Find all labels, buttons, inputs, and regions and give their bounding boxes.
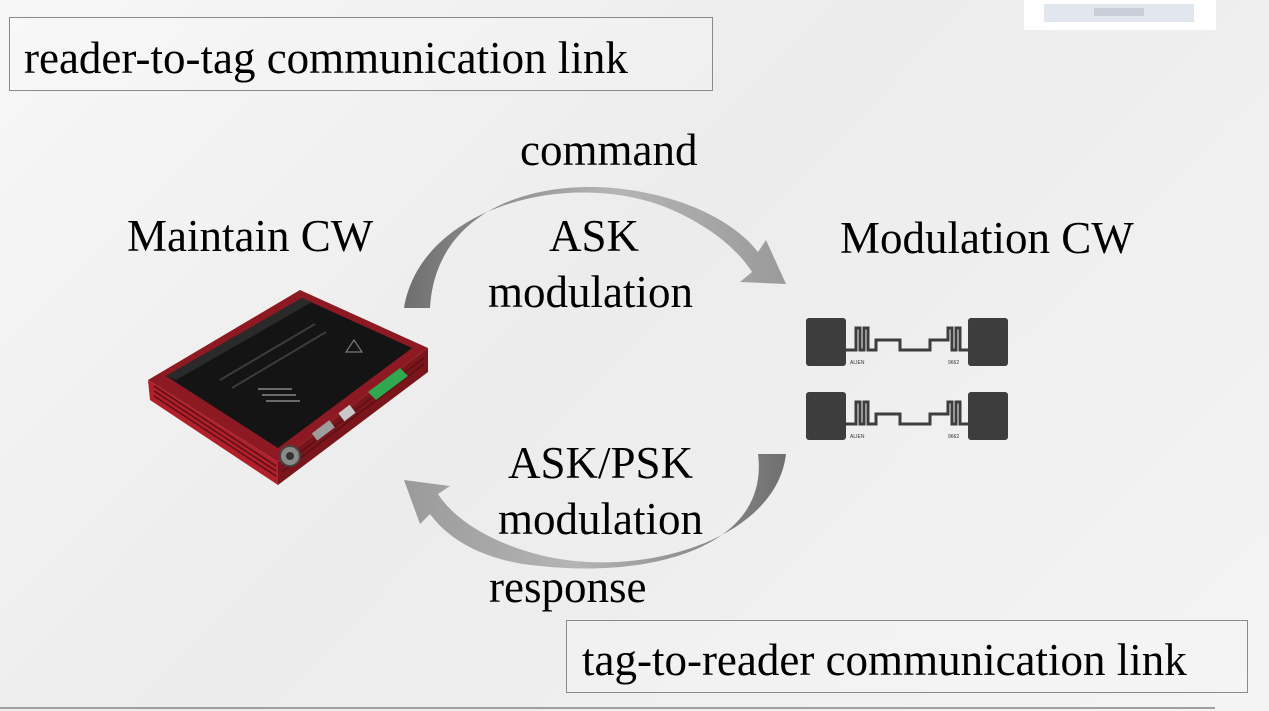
ask-psk-label: ASK/PSK [508,438,694,488]
response-label: response [489,562,647,612]
ask-modulation-label: modulation [488,267,693,317]
reader-to-tag-link-box: reader-to-tag communication link [9,17,713,91]
rfid-tags-image: ALIEN 9662 ALIEN 9662 [806,318,1008,440]
tag-to-reader-link-box: tag-to-reader communication link [566,620,1248,693]
corner-image-fragment [1024,0,1216,30]
svg-text:9662: 9662 [948,434,959,440]
rfid-tag-top: ALIEN 9662 [806,318,1008,366]
reader-to-tag-link-label: reader-to-tag communication link [24,33,628,83]
bottom-divider [0,707,1215,709]
ask-psk-modulation-label: modulation [498,494,703,544]
ask-label: ASK [549,211,640,261]
svg-text:ALIEN: ALIEN [850,434,865,440]
svg-text:ALIEN: ALIEN [850,360,865,366]
tag-to-reader-link-label: tag-to-reader communication link [582,635,1187,685]
maintain-cw-label: Maintain CW [127,211,374,261]
command-arrow [404,186,786,308]
svg-text:9662: 9662 [948,360,959,366]
modulation-cw-label: Modulation CW [840,213,1134,263]
command-label: command [520,125,698,175]
rfid-reader-image [148,290,428,485]
rfid-tag-bottom: ALIEN 9662 [806,392,1008,440]
